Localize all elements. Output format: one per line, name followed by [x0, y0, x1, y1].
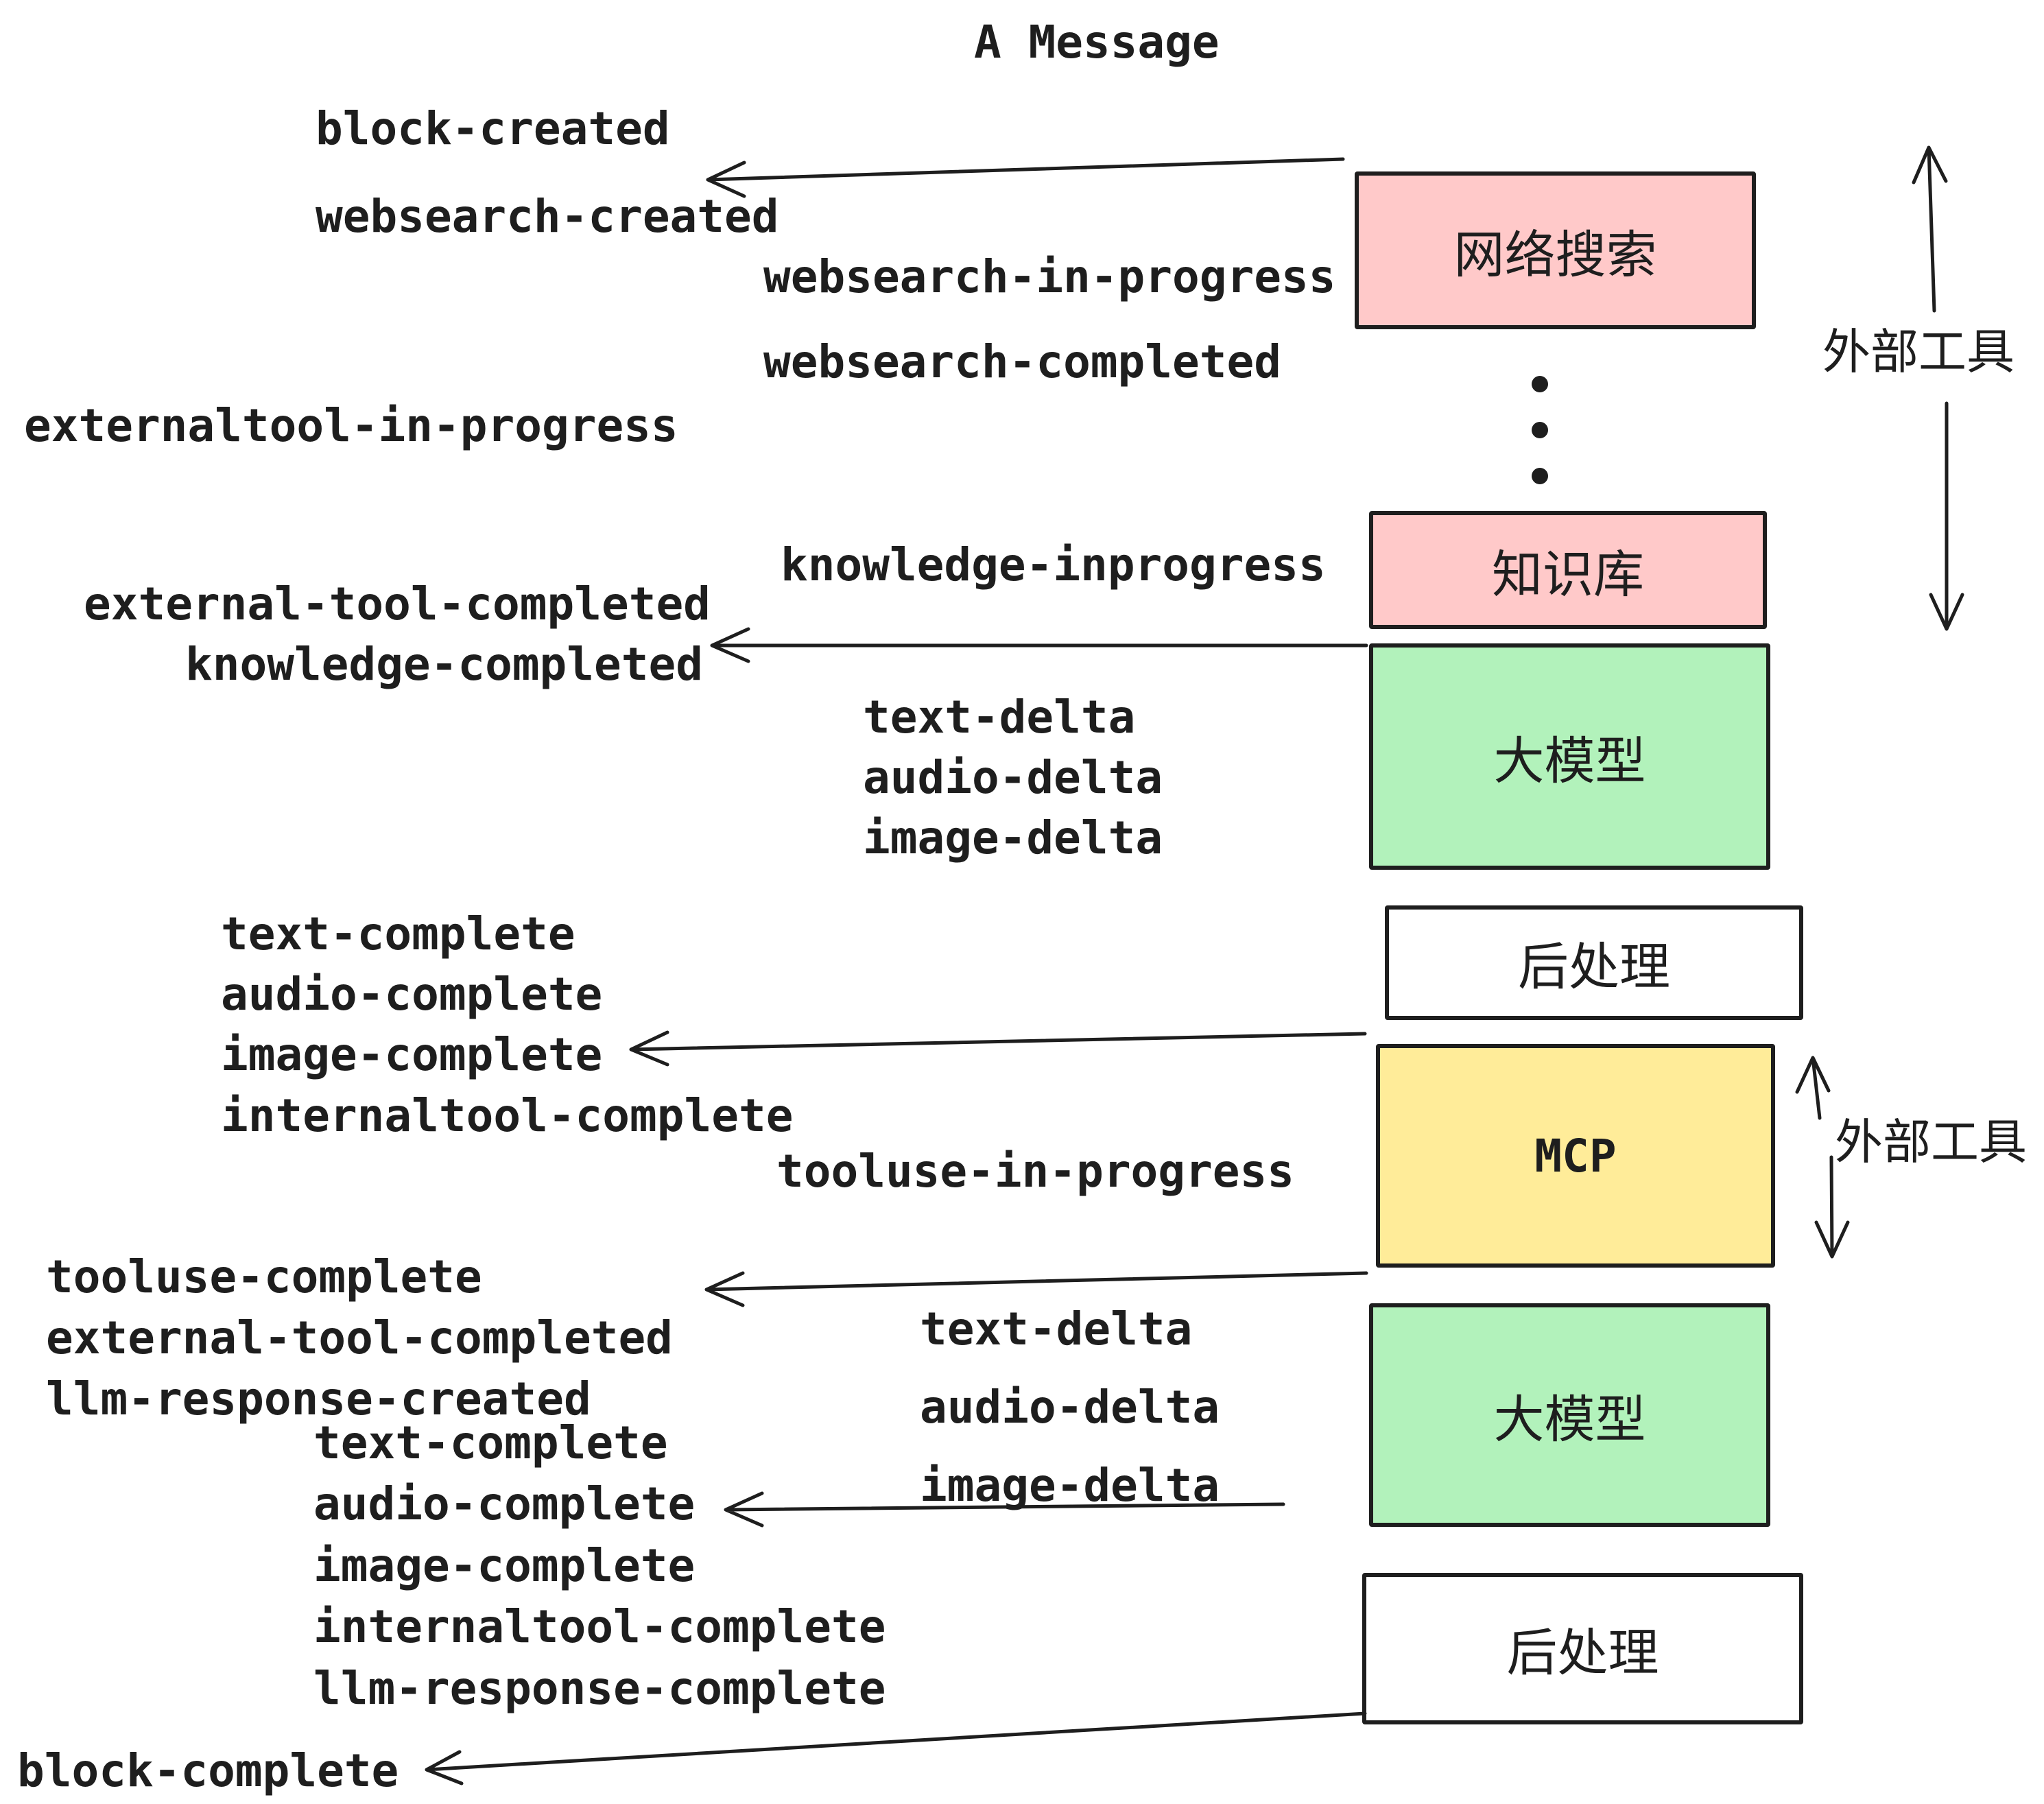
event-label-llm-response-complete: llm-response-complete [313, 1662, 886, 1715]
box-llm-2: 大模型 [1369, 1303, 1770, 1527]
box-websearch: 网络搜索 [1355, 171, 1756, 329]
event-label-text-complete-2: text-complete [313, 1416, 668, 1469]
event-label-block-complete: block-complete [17, 1744, 399, 1797]
arrow-postprocess-to-image-complete [629, 1030, 1367, 1067]
arrow-websearch-to-block-created [706, 157, 1345, 198]
side-annotation-external-tools-mcp: 外部工具 [1835, 1115, 2027, 1169]
arrow-knowledge-to-knowledge-completed [710, 627, 1368, 663]
arrow-external-tools-mcp-down [1814, 1155, 1850, 1259]
box-knowledge-base: 知识库 [1369, 511, 1767, 629]
arrow-external-tools-top-down [1929, 401, 1964, 631]
vertical-ellipsis-icon [1532, 468, 1548, 484]
event-label-llm-response-created: llm-response-created [46, 1373, 591, 1425]
event-label-externaltool-in-progress: externaltool-in-progress [24, 399, 678, 452]
event-label-internaltool-complete-2: internaltool-complete [313, 1600, 886, 1653]
box-llm-2-label: 大模型 [1493, 1390, 1646, 1448]
event-label-internaltool-complete-1: internaltool-complete [221, 1089, 794, 1142]
event-label-knowledge-inprogress: knowledge-inprogress [781, 538, 1326, 591]
event-label-image-delta-2: image-delta [920, 1459, 1220, 1512]
event-label-block-created: block-created [316, 102, 670, 155]
event-label-audio-delta-2: audio-delta [920, 1381, 1220, 1434]
box-knowledge-base-label: 知识库 [1492, 545, 1644, 603]
event-label-text-complete-1: text-complete [221, 907, 575, 960]
arrow-mcp-to-tooluse-complete [704, 1271, 1368, 1307]
event-label-tooluse-in-progress: tooluse-in-progress [776, 1145, 1294, 1198]
event-label-text-delta-2: text-delta [920, 1303, 1193, 1355]
box-postprocess-1: 后处理 [1385, 905, 1803, 1020]
event-label-image-complete-1: image-complete [221, 1028, 603, 1081]
box-mcp-label: MCP [1534, 1129, 1617, 1183]
vertical-ellipsis-icon [1532, 422, 1548, 438]
side-annotation-external-tools-top: 外部工具 [1822, 325, 2015, 379]
arrow-postprocess-to-block-complete [425, 1711, 1367, 1785]
event-label-websearch-created: websearch-created [316, 190, 779, 243]
box-websearch-label: 网络搜索 [1453, 226, 1657, 283]
event-label-audio-complete-2: audio-complete [313, 1477, 696, 1530]
event-label-tooluse-complete: tooluse-complete [46, 1250, 482, 1303]
box-mcp: MCP [1376, 1044, 1775, 1268]
box-postprocess-2-label: 后处理 [1506, 1624, 1659, 1681]
event-label-audio-complete-1: audio-complete [221, 968, 603, 1021]
box-llm-1-label: 大模型 [1493, 732, 1646, 790]
arrow-external-tools-mcp-up [1795, 1056, 1831, 1120]
event-label-websearch-in-progress: websearch-in-progress [763, 250, 1336, 303]
event-label-image-delta-1: image-delta [863, 811, 1163, 864]
event-label-text-delta-1: text-delta [863, 691, 1136, 744]
page-title: A Message [974, 16, 1220, 69]
event-label-knowledge-completed: knowledge-completed [185, 638, 703, 691]
event-label-audio-delta-1: audio-delta [863, 751, 1163, 804]
vertical-ellipsis-icon [1532, 376, 1548, 392]
arrow-external-tools-top-up [1912, 145, 1948, 313]
box-postprocess-2: 后处理 [1362, 1573, 1803, 1724]
event-label-websearch-completed: websearch-completed [763, 335, 1281, 388]
event-label-image-complete-2: image-complete [313, 1539, 696, 1592]
box-llm-1: 大模型 [1369, 643, 1770, 870]
event-label-external-tool-completed-1: external-tool-completed [84, 578, 711, 630]
box-postprocess-1-label: 后处理 [1518, 938, 1670, 995]
event-label-external-tool-completed-2: external-tool-completed [46, 1312, 673, 1364]
